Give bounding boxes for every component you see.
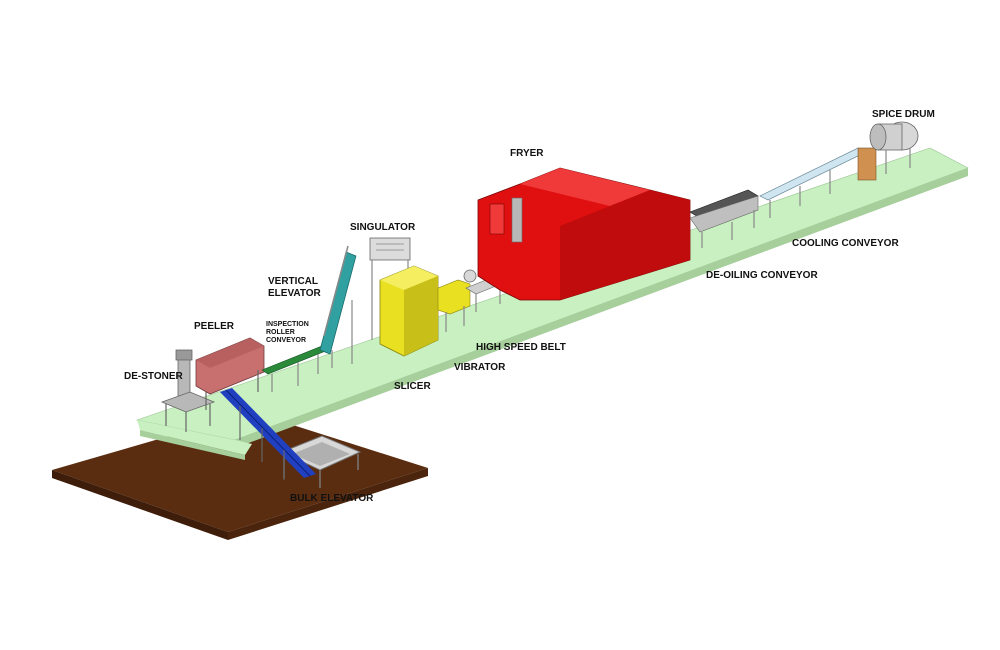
label-inspection-2: ROLLER — [266, 329, 295, 336]
label-cooling-conveyor: COOLING CONVEYOR — [792, 238, 899, 249]
spice-drum — [857, 121, 919, 181]
label-fryer: FRYER — [510, 148, 544, 159]
label-vibrator: VIBRATOR — [454, 362, 506, 373]
inspection-roller-conveyor — [261, 345, 329, 392]
label-vertical-elevator-1: VERTICAL — [268, 276, 318, 287]
slicer — [379, 265, 471, 357]
peeler — [195, 337, 265, 410]
label-singulator: SINGULATOR — [350, 222, 416, 233]
label-slicer: SLICER — [394, 381, 431, 392]
label-inspection-1: INSPECTION — [266, 321, 309, 328]
bulk-elevator — [220, 388, 316, 480]
label-de-stoner: DE-STONER — [124, 371, 183, 382]
label-inspection-3: CONVEYOR — [266, 337, 306, 344]
label-spice-drum: SPICE DRUM — [872, 109, 935, 120]
label-bulk-elevator: BULK ELEVATOR — [290, 493, 374, 504]
label-vertical-elevator-2: ELEVATOR — [268, 288, 322, 299]
vertical-elevator — [319, 245, 357, 368]
label-peeler: PEELER — [194, 321, 235, 332]
de-stoner — [160, 349, 216, 432]
labels: SPICE DRUM FRYER COOLING CONVEYOR DE-OIL… — [124, 109, 935, 504]
fryer — [477, 167, 691, 301]
label-de-oiling-conveyor: DE-OILING CONVEYOR — [706, 270, 818, 281]
label-high-speed-belt: HIGH SPEED BELT — [476, 342, 566, 353]
de-oiling-conveyor — [689, 189, 759, 248]
